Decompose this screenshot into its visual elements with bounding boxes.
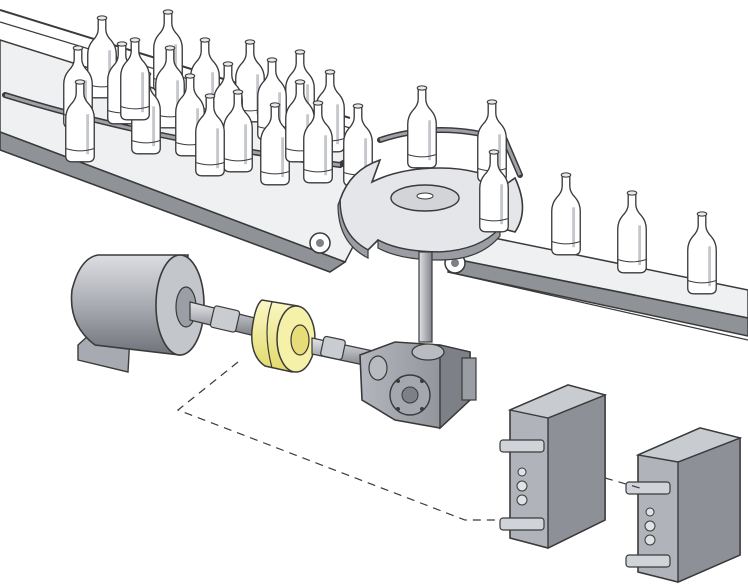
infeed-bottle-group [63,9,373,187]
gearbox-side-flange [461,357,477,401]
signal-line [176,361,500,521]
drive-unit-1-handle-bottom [499,517,545,531]
unit-link-line [604,477,641,489]
outfeed-bottle [617,190,647,274]
infeed-bottle [120,37,150,121]
wheel-bottle [407,85,437,169]
infeed-bottle [303,100,333,184]
drive-unit-2 [625,427,743,584]
star-wheel-bottle-group [407,85,509,233]
drive-unit-1-handle-top [499,439,545,453]
infeed-bottle [195,93,225,177]
coupling [251,299,316,373]
motor [70,254,205,373]
drive-unit-1 [499,384,608,550]
outfeed-bottle-group [551,172,717,295]
gearbox-top-flange [411,343,445,361]
drive-unit-2-handle-top [625,481,671,495]
vertical-drive-shaft [418,251,433,343]
output-shaft-collar [320,335,346,361]
shaft-collar [209,305,241,333]
motor-shaft [189,301,256,337]
infeed-bottle [260,102,290,186]
outfeed-bottle [551,172,581,256]
infeed-bottle [223,89,253,173]
infeed-bottle [65,79,95,163]
outfeed-bottle [687,211,717,295]
wheel-bottle [479,149,509,233]
gearbox-input-flange [368,355,388,381]
gearbox [359,341,477,430]
outfeed-conveyor [444,229,748,341]
drive-unit-2-handle-bottom [625,554,671,568]
star-wheel [337,158,524,261]
